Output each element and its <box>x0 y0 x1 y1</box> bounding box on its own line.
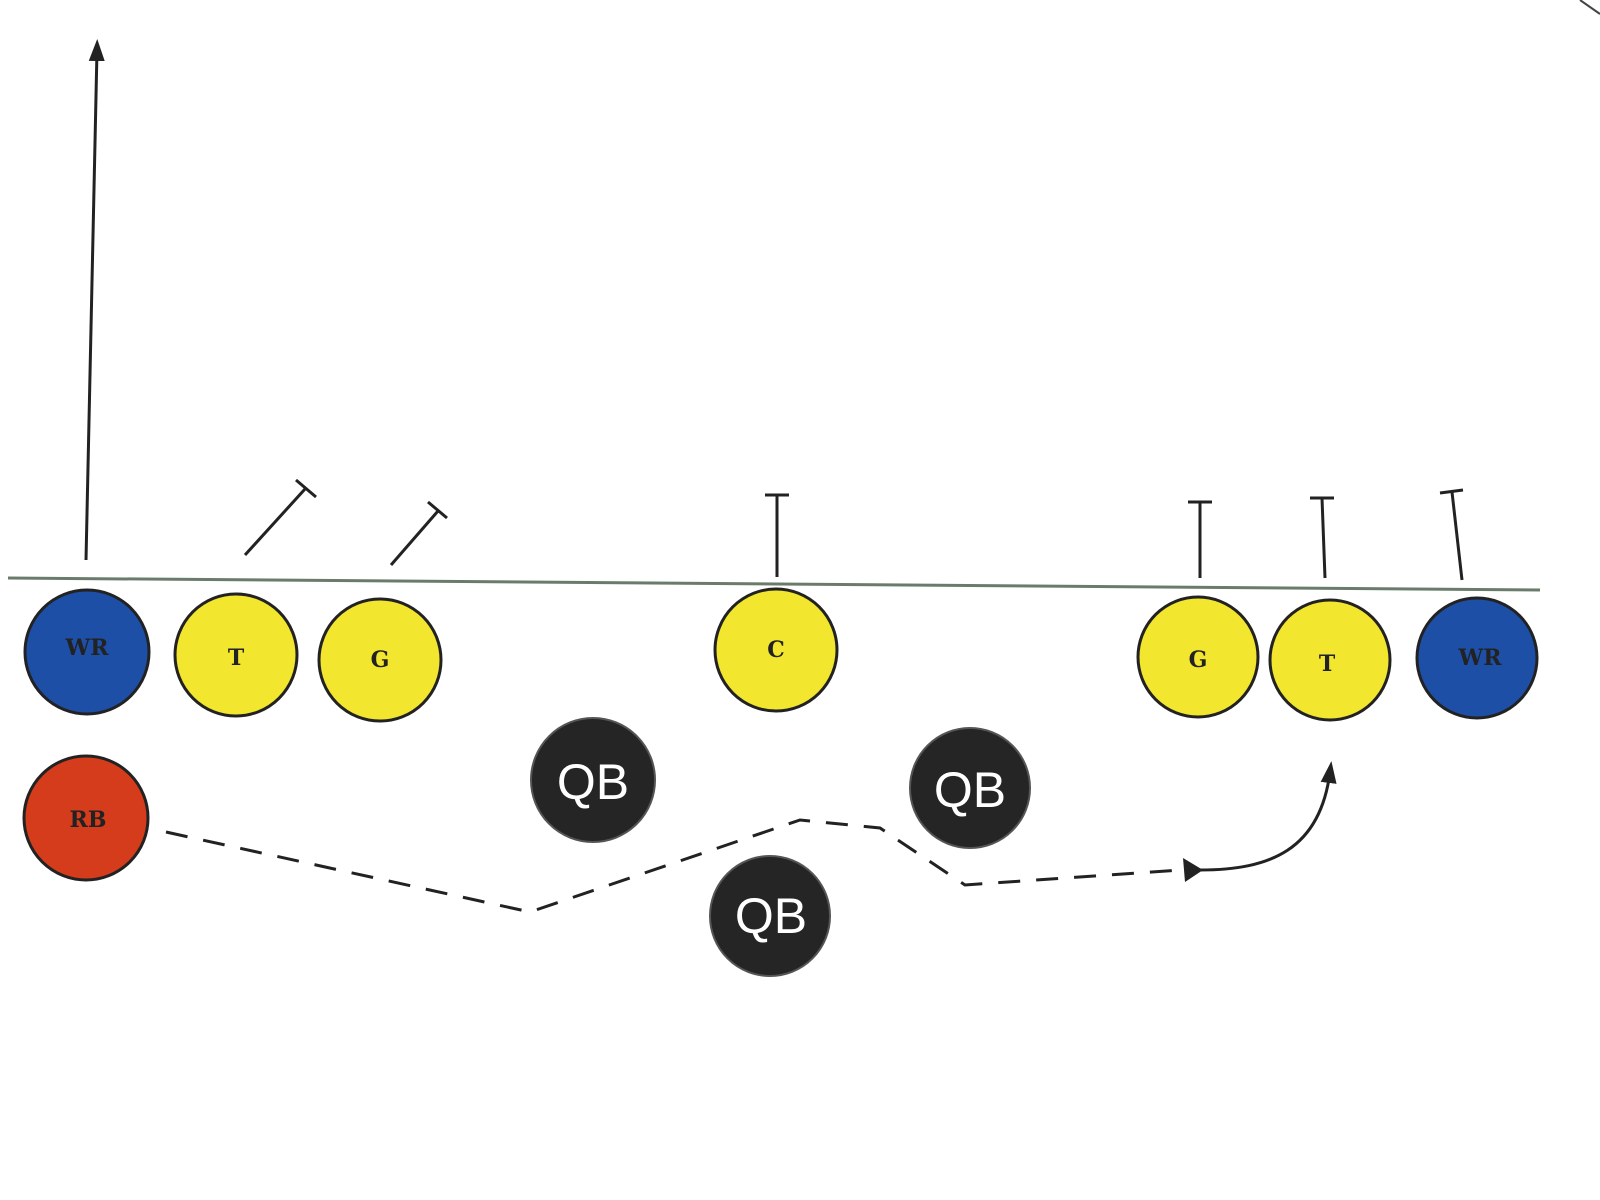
block-lg <box>389 500 448 566</box>
player-label: C <box>767 637 785 663</box>
player-label: QB <box>557 754 629 810</box>
player-label: T <box>228 645 245 671</box>
player-wr-right[interactable]: WR <box>1415 596 1539 720</box>
wr-go-route-arrow <box>84 39 105 561</box>
block-rg <box>1188 500 1212 578</box>
rb-route-curve-arrow <box>1199 761 1337 872</box>
player-center[interactable]: C <box>713 587 839 713</box>
player-label: QB <box>735 888 807 944</box>
block-c <box>765 493 789 577</box>
player-right-tackle[interactable]: T <box>1268 598 1392 722</box>
player-qb-1[interactable]: QB <box>530 717 656 843</box>
corner-mark <box>1579 0 1600 15</box>
line-of-scrimmage <box>7 576 1541 592</box>
player-label: G <box>371 647 390 673</box>
player-wr-left[interactable]: WR <box>23 588 151 716</box>
player-label: QB <box>934 762 1006 818</box>
player-right-guard[interactable]: G <box>1136 595 1260 719</box>
player-label: WR <box>65 635 110 661</box>
block-marks <box>243 478 1464 581</box>
player-label: T <box>1319 651 1336 677</box>
player-label: RB <box>70 807 107 833</box>
block-lt <box>243 478 317 557</box>
player-label: G <box>1189 647 1208 673</box>
block-rt <box>1310 496 1334 579</box>
rb-route-dashed <box>165 818 1181 914</box>
block-wr-right <box>1439 488 1464 581</box>
player-qb-3[interactable]: QB <box>709 855 831 977</box>
player-label: WR <box>1458 645 1503 671</box>
player-left-tackle[interactable]: T <box>173 592 299 718</box>
player-left-guard[interactable]: G <box>317 597 443 723</box>
rb-route-arrowhead <box>1183 858 1203 882</box>
player-rb[interactable]: RB <box>22 754 150 882</box>
player-qb-2[interactable]: QB <box>909 727 1031 849</box>
